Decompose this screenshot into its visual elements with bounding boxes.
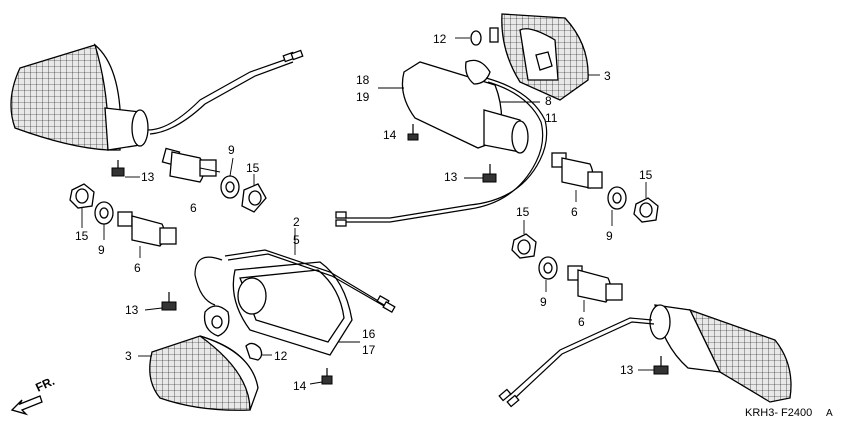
label-18: 18 — [356, 73, 370, 87]
lens-lower-left: 3 — [125, 335, 259, 411]
bulb-12-lower: 12 — [245, 342, 288, 363]
winker-top-left — [10, 43, 304, 151]
label-17: 17 — [362, 343, 376, 357]
label-6-left-lower: 6 — [134, 261, 141, 275]
label-9-right-mid: 9 — [540, 295, 547, 309]
screw-14-upper: 14 — [383, 124, 419, 142]
label-15-left-lower: 15 — [75, 229, 89, 243]
screw-13-lower-left: 13 — [125, 292, 177, 317]
label-13-top-left: 13 — [141, 170, 155, 184]
label-12-lower: 12 — [274, 349, 288, 363]
washer-left-upper: 9 — [220, 143, 240, 199]
label-19: 19 — [356, 90, 370, 104]
grommet-left-upper: 15 — [241, 161, 267, 213]
label-14-upper: 14 — [383, 128, 397, 142]
socket-left-lower: 6 — [117, 211, 177, 275]
grommet-left-lower: 15 — [69, 183, 95, 243]
label-3-top: 3 — [604, 69, 611, 83]
winker-lower-right — [498, 304, 792, 408]
label-5: 5 — [293, 233, 300, 247]
front-arrow: FR. — [10, 374, 57, 416]
label-6-right-lower: 6 — [578, 315, 585, 329]
label-11: 11 — [545, 111, 558, 125]
label-6-left-upper: 6 — [190, 201, 197, 215]
label-15-right-mid: 15 — [516, 205, 530, 219]
screw-13-mid-center: 13 — [444, 164, 497, 184]
screw-14-lower: 14 — [293, 368, 333, 393]
label-16: 16 — [362, 327, 376, 341]
socket-right-upper: 6 — [551, 152, 603, 219]
front-marker-label: FR. — [33, 374, 56, 395]
label-13-lower-right: 13 — [620, 363, 634, 377]
screw-13-lower-right: 13 — [620, 356, 669, 377]
grommet-right-upper: 15 — [633, 168, 659, 223]
label-3-lower: 3 — [125, 349, 132, 363]
washer-right-mid: 9 — [538, 256, 558, 309]
label-15-left-upper: 15 — [246, 161, 260, 175]
label-12-top: 12 — [433, 32, 447, 46]
grommet-right-mid: 15 — [511, 205, 537, 259]
label-13-lower-left: 13 — [125, 303, 139, 317]
winker-top-right-body: 18 19 8 11 — [335, 59, 558, 227]
bulb-12-top: 12 — [433, 27, 499, 46]
diagram-code-suffix: A — [826, 408, 833, 419]
label-15-right-upper: 15 — [639, 168, 653, 182]
label-9-left-upper: 9 — [228, 143, 235, 157]
label-9-left-lower: 9 — [98, 243, 105, 257]
label-6-right-upper: 6 — [571, 205, 578, 219]
socket-right-lower: 6 — [567, 265, 623, 329]
label-9-right-upper: 9 — [606, 229, 613, 243]
winker-lower-left-body: 2 5 16 17 — [194, 215, 396, 357]
label-2: 2 — [293, 215, 300, 229]
diagram-code: KRH3- F2400 — [745, 407, 812, 419]
socket-left-upper: 6 — [161, 147, 221, 215]
screw-13-top-left: 13 — [111, 160, 155, 184]
washer-right-upper: 9 — [606, 186, 627, 243]
washer-left-lower: 9 — [94, 201, 114, 257]
label-13-mid-center: 13 — [444, 170, 458, 184]
lens-top-right: 3 — [501, 13, 611, 101]
label-8: 8 — [545, 94, 552, 108]
label-14-lower: 14 — [293, 379, 307, 393]
